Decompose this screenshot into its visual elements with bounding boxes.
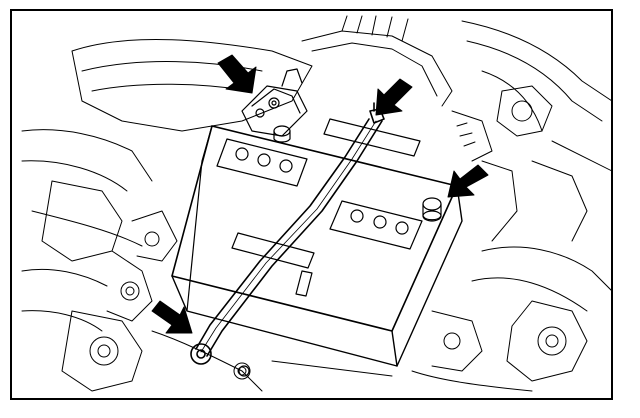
vent-strip-left [216, 138, 308, 187]
illustration-frame [10, 9, 613, 400]
clamp-pad-upper [323, 118, 421, 157]
battery-clamp-illustration [21, 15, 611, 392]
clamp-rod-nut-arrow [375, 78, 413, 116]
hold-down-clamp-nut-arrow [217, 54, 257, 94]
callout-arrows [151, 54, 489, 334]
battery-left-side [186, 125, 213, 312]
clamp-rod-lower-end-arrow [151, 300, 193, 334]
battery-terminal-arrow [447, 164, 489, 198]
vent-strip-right [329, 200, 423, 250]
battery [171, 68, 463, 367]
negative-terminal [273, 125, 291, 143]
positive-terminal [422, 197, 442, 222]
clamp-pad-lower [231, 232, 315, 269]
battery-top [171, 125, 458, 332]
battery-right-side [396, 185, 463, 367]
battery-front-side [171, 275, 398, 367]
bottom-bolt [238, 365, 250, 377]
engine-bay-background [21, 15, 611, 392]
hold-down-bracket [241, 68, 308, 137]
clamp-rod-lower-end [190, 343, 212, 365]
